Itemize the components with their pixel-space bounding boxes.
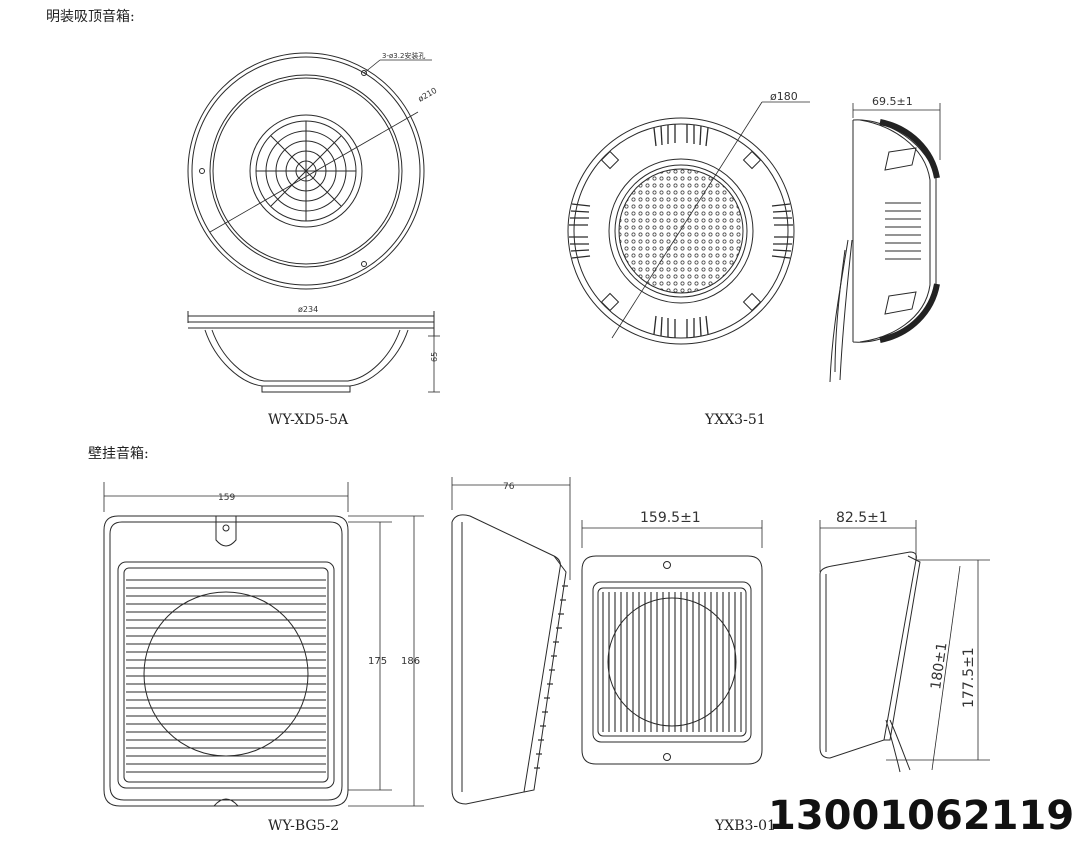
model-label-yxx3-51: YXX3-51 — [705, 412, 766, 428]
ceiling-speaker-side-view — [187, 311, 440, 393]
dim-height-177-5: 177.5±1 — [961, 647, 977, 708]
dim-diameter-180: ø180 — [770, 90, 798, 103]
wall-section-title: 壁挂音箱: — [88, 446, 149, 462]
model-label-wy-bg5-2: WY-BG5-2 — [268, 818, 340, 834]
dim-mount-holes: 3-ø3.2安装孔 — [382, 51, 425, 60]
wall-speaker-front-view — [103, 482, 424, 807]
dim-height-186: 186 — [401, 656, 420, 667]
dim-depth-69-5: 69.5±1 — [872, 95, 913, 108]
wall-speaker-side-view — [451, 477, 571, 805]
model-label-yxb3-01: YXB3-01 — [715, 818, 776, 834]
dim-depth-82-5: 82.5±1 — [836, 510, 888, 526]
ceiling-speaker-top-view — [187, 52, 432, 290]
dim-height-180: 180±1 — [928, 641, 950, 690]
technical-drawings: 3-ø3.2安装孔 ø210 ø234 65 — [103, 51, 990, 807]
round-speaker-front-view — [567, 101, 810, 345]
drawing-canvas: { "sections": { "ceiling_title": "明装吸顶音箱… — [46, 9, 1074, 839]
phone-number: 13001062119 — [768, 793, 1074, 839]
dim-diameter-210: ø210 — [417, 86, 439, 104]
dim-width-159: 159 — [218, 493, 235, 503]
round-speaker-side-view — [829, 103, 941, 383]
dim-height-175: 175 — [368, 656, 387, 667]
dim-width-159-5: 159.5±1 — [640, 510, 701, 526]
wall-speaker-b-front-view — [581, 520, 763, 765]
dim-depth-76: 76 — [503, 482, 515, 492]
dim-diameter-234: ø234 — [298, 305, 318, 314]
wall-speaker-b-side-view — [819, 520, 990, 773]
model-label-wy-xd5-5a: WY-XD5-5A — [268, 412, 349, 428]
ceiling-section-title: 明装吸顶音箱: — [46, 9, 135, 25]
dim-height-65: 65 — [430, 352, 439, 362]
